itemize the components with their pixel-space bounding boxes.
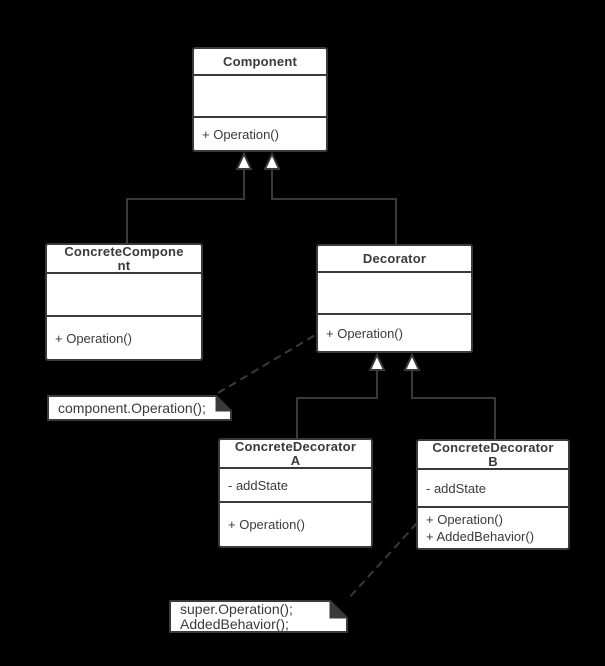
class-concretedecoratorb-methods: + Operation() + AddedBehavior(): [418, 508, 568, 548]
note-line: component.Operation();: [58, 399, 206, 416]
class-name-line: B: [488, 453, 498, 469]
class-concretedecoratora-title: ConcreteDecorator A: [220, 438, 371, 469]
method-line: + AddedBehavior(): [426, 529, 535, 544]
method-line: + Operation(): [55, 330, 132, 346]
class-decorator: Decorator + Operation(): [316, 244, 473, 353]
note-componentoperation-text: component.Operation();: [48, 396, 216, 420]
class-concretecomponent-methods: + Operation(): [47, 317, 201, 359]
class-concretedecoratorb-title: ConcreteDecorator B: [418, 439, 568, 470]
class-component-title: Component: [194, 49, 326, 76]
class-concretecomponent-attributes: [47, 274, 201, 317]
class-name-line: ConcreteDecorator: [234, 438, 357, 454]
generalization-edge-concretedecoratorb-to-decorator: [411, 357, 496, 439]
class-component-methods: + Operation(): [194, 118, 326, 150]
inheritance-arrowhead-decorator-left: [368, 352, 386, 371]
method-line: + Operation(): [426, 512, 503, 527]
method-line: + Operation(): [202, 126, 279, 142]
class-name-line: A: [290, 452, 301, 468]
method-line: + Operation(): [326, 325, 403, 341]
class-decorator-title: Decorator: [318, 246, 471, 273]
class-concretedecoratora-attributes: - addState: [220, 469, 371, 503]
class-concretedecoratorb: ConcreteDecorator B - addState + Operati…: [416, 439, 570, 550]
class-concretecomponent-title: ConcreteCompone nt: [47, 243, 201, 274]
note-folded-corner: [215, 394, 233, 412]
class-name-line: Decorator: [362, 250, 427, 266]
inheritance-arrowhead-right: [263, 151, 281, 170]
note-folded-corner: [329, 599, 349, 619]
class-name-line: nt: [117, 257, 131, 273]
generalization-edge-concretedecoratora-to-decorator: [296, 357, 378, 438]
note-link-componentoperation-to-decorator: [217, 333, 318, 394]
class-decorator-methods: + Operation(): [318, 315, 471, 351]
attribute-line: - addState: [426, 480, 486, 496]
generalization-edge-concretecomponent-to-component: [126, 156, 245, 243]
inheritance-arrowhead-decorator-right: [403, 352, 421, 371]
class-concretedecoratora: ConcreteDecorator A - addState + Operati…: [218, 438, 373, 548]
generalization-edge-decorator-to-component: [271, 156, 397, 244]
class-component-attributes: [194, 76, 326, 118]
method-line: + Operation(): [228, 517, 305, 532]
class-concretedecoratorb-attributes: - addState: [418, 470, 568, 508]
inheritance-arrowhead-left: [235, 151, 253, 170]
note-line: AddedBehavior();: [180, 615, 289, 632]
note-line: super.Operation();: [180, 600, 293, 617]
class-name-line: ConcreteCompone: [64, 243, 184, 259]
class-component: Component + Operation(): [192, 47, 328, 152]
class-decorator-attributes: [318, 273, 471, 315]
class-concretecomponent: ConcreteCompone nt + Operation(): [45, 243, 203, 361]
class-name-line: ConcreteDecorator: [432, 439, 554, 455]
note-superoperation-text: super.Operation(); AddedBehavior();: [170, 601, 332, 632]
class-concretedecoratora-methods: + Operation(): [220, 503, 371, 546]
attribute-line: - addState: [228, 477, 288, 493]
class-name-line: Component: [222, 53, 297, 69]
